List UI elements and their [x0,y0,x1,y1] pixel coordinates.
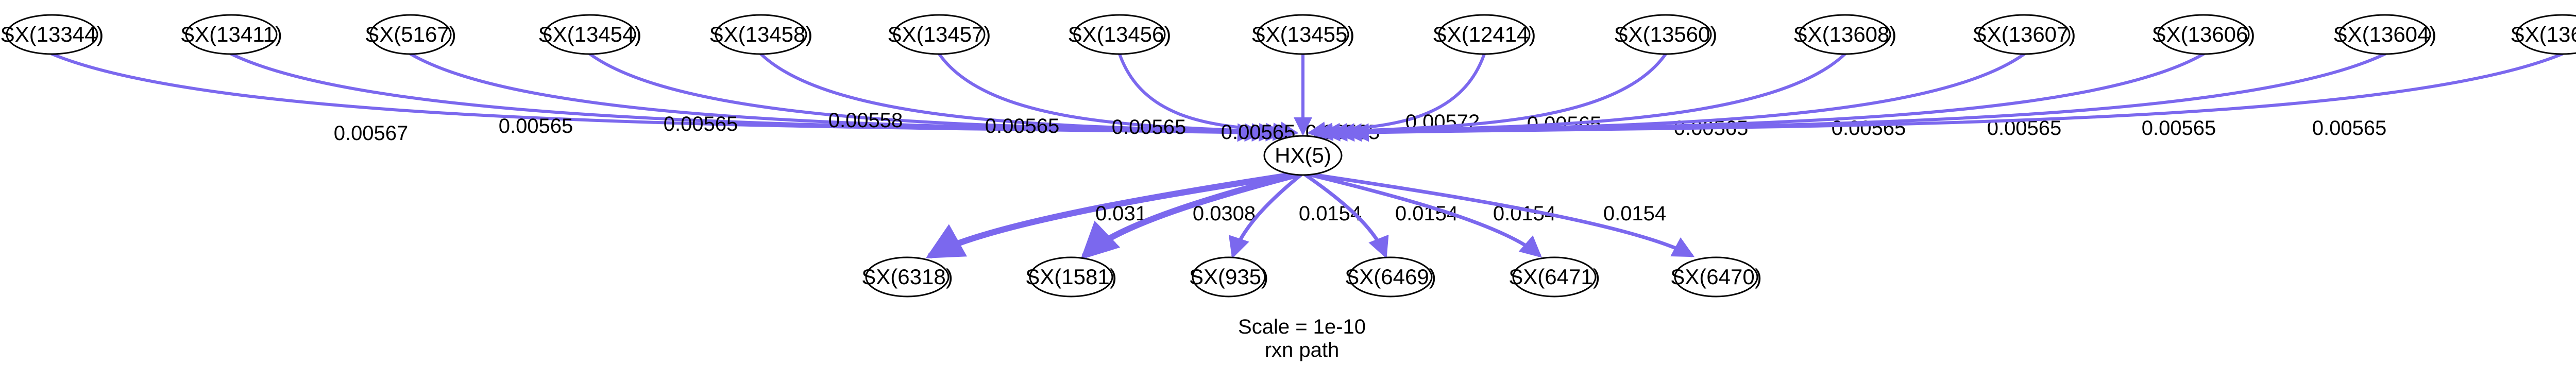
edge-weight-label: 0.00565 [2312,117,2387,140]
source-node: SX(13455) [1251,14,1355,55]
edge-weight-label: 0.0154 [1603,202,1666,225]
node-ellipse [1512,256,1597,298]
edge-line [1080,172,1299,260]
target-node: SX(6471) [1509,256,1600,298]
node-label: SX(13457) [888,22,991,46]
node-ellipse [6,14,98,55]
graph-caption: rxn path [1265,339,1340,361]
node-label: SX(13411) [180,22,282,46]
edge-line [925,172,1294,258]
node-label: SX(6469) [1345,265,1436,289]
node-label: SX(13455) [1251,22,1355,46]
source-node: SX(13457) [888,14,991,55]
node-ellipse [893,14,986,55]
node-label: SX(6471) [1509,265,1600,289]
edge-line [1303,173,1389,259]
node-ellipse [544,14,636,55]
edge-line [1228,173,1303,259]
node-ellipse [185,14,278,55]
node-label: SX(935) [1189,265,1268,289]
edge-HX(5)-to-SX(1581): 0.0308 [1080,172,1299,260]
node-ellipse [1257,14,1349,55]
node-ellipse [1348,256,1433,298]
node-ellipse [1799,14,1891,55]
node-ellipse [1619,14,1712,55]
node-ellipse [2338,14,2431,55]
node-ellipse [1029,256,1113,298]
target-node: SX(1581) [1025,256,1117,298]
source-node: SX(13604) [2333,14,2437,55]
edge-line [1350,53,2564,142]
edge-weight-label: 0.00565 [1112,116,1187,138]
node-label: SX(6318) [861,265,953,289]
target-node: SX(6469) [1345,256,1436,298]
source-node: SX(13344) [1,14,104,55]
node-ellipse [1263,135,1343,176]
source-node: SX(12414) [1433,14,1536,55]
node-label: SX(13607) [1973,22,2076,46]
edge-weight-label: 0.0154 [1299,202,1362,225]
source-node: SX(13606) [2152,14,2256,55]
edge-weight-label: 0.00558 [828,109,903,132]
edge-SX(13605)-to-HX(5): 0.00565 [1350,53,2564,142]
target-node: SX(935) [1189,256,1268,298]
edge-line [1309,173,1542,258]
source-node: SX(13608) [1793,14,1897,55]
edge-weight-label: 0.00565 [985,115,1060,137]
node-label: SX(12414) [1433,22,1536,46]
center-node: HX(5) [1263,135,1343,176]
edge-weight-label: 0.00565 [664,113,738,135]
source-node: SX(13456) [1068,14,1172,55]
edge-line [50,53,1256,142]
edge-HX(5)-to-SX(935): 0.0154 [1228,173,1362,259]
edge-SX(13457)-to-HX(5): 0.00565 [938,53,1292,142]
node-label: SX(13344) [1,22,104,46]
node-label: SX(6470) [1670,265,1761,289]
node-label: SX(13458) [709,22,813,46]
caption: Scale = 1e-10 rxn path [1238,316,1366,361]
node-label: SX(13454) [538,22,642,46]
source-node: SX(13605) [2511,14,2576,55]
scale-caption: Scale = 1e-10 [1238,316,1366,338]
edge-weight-label: 0.00565 [2142,117,2216,140]
node-label: HX(5) [1275,143,1331,167]
source-node: SX(5167) [365,14,456,55]
node-ellipse [2157,14,2250,55]
node-ellipse [1978,14,2071,55]
source-node: SX(13560) [1614,14,1718,55]
edge-weight-label: 0.0308 [1193,202,1256,225]
edge-HX(5)-to-SX(6470): 0.0154 [1313,173,1695,257]
node-label: SX(13604) [2333,22,2437,46]
target-node: SX(6318) [861,256,953,298]
source-node: SX(13607) [1973,14,2076,55]
edge-line [938,53,1292,142]
node-label: SX(13456) [1068,22,1172,46]
node-ellipse [2516,14,2576,55]
node-label: SX(1581) [1025,265,1116,289]
node-label: SX(13605) [2511,22,2576,46]
node-ellipse [865,256,950,298]
node-ellipse [1192,256,1266,298]
source-node: SX(13411) [180,14,282,55]
edge-weight-label: 0.00567 [334,122,409,145]
edge-SX(13456)-to-HX(5): 0.00565 [1118,53,1299,144]
node-ellipse [369,14,452,55]
node-ellipse [715,14,807,55]
nodes-layer: SX(13344) SX(13411) SX(5167) SX(13454) SX(13… [1,14,2576,298]
edge-weight-label: 0.00565 [499,115,573,137]
node-ellipse [1438,14,1531,55]
node-ellipse [1073,14,1166,55]
source-node: SX(13458) [709,14,813,55]
edge-line [1118,53,1299,141]
node-label: SX(5167) [365,22,456,46]
edge-line [1313,173,1695,257]
node-label: SX(13560) [1614,22,1718,46]
node-label: SX(13606) [2152,22,2256,46]
target-node: SX(6470) [1670,256,1762,298]
source-node: SX(13454) [538,14,642,55]
node-ellipse [1674,256,1758,298]
node-label: SX(13608) [1793,22,1897,46]
